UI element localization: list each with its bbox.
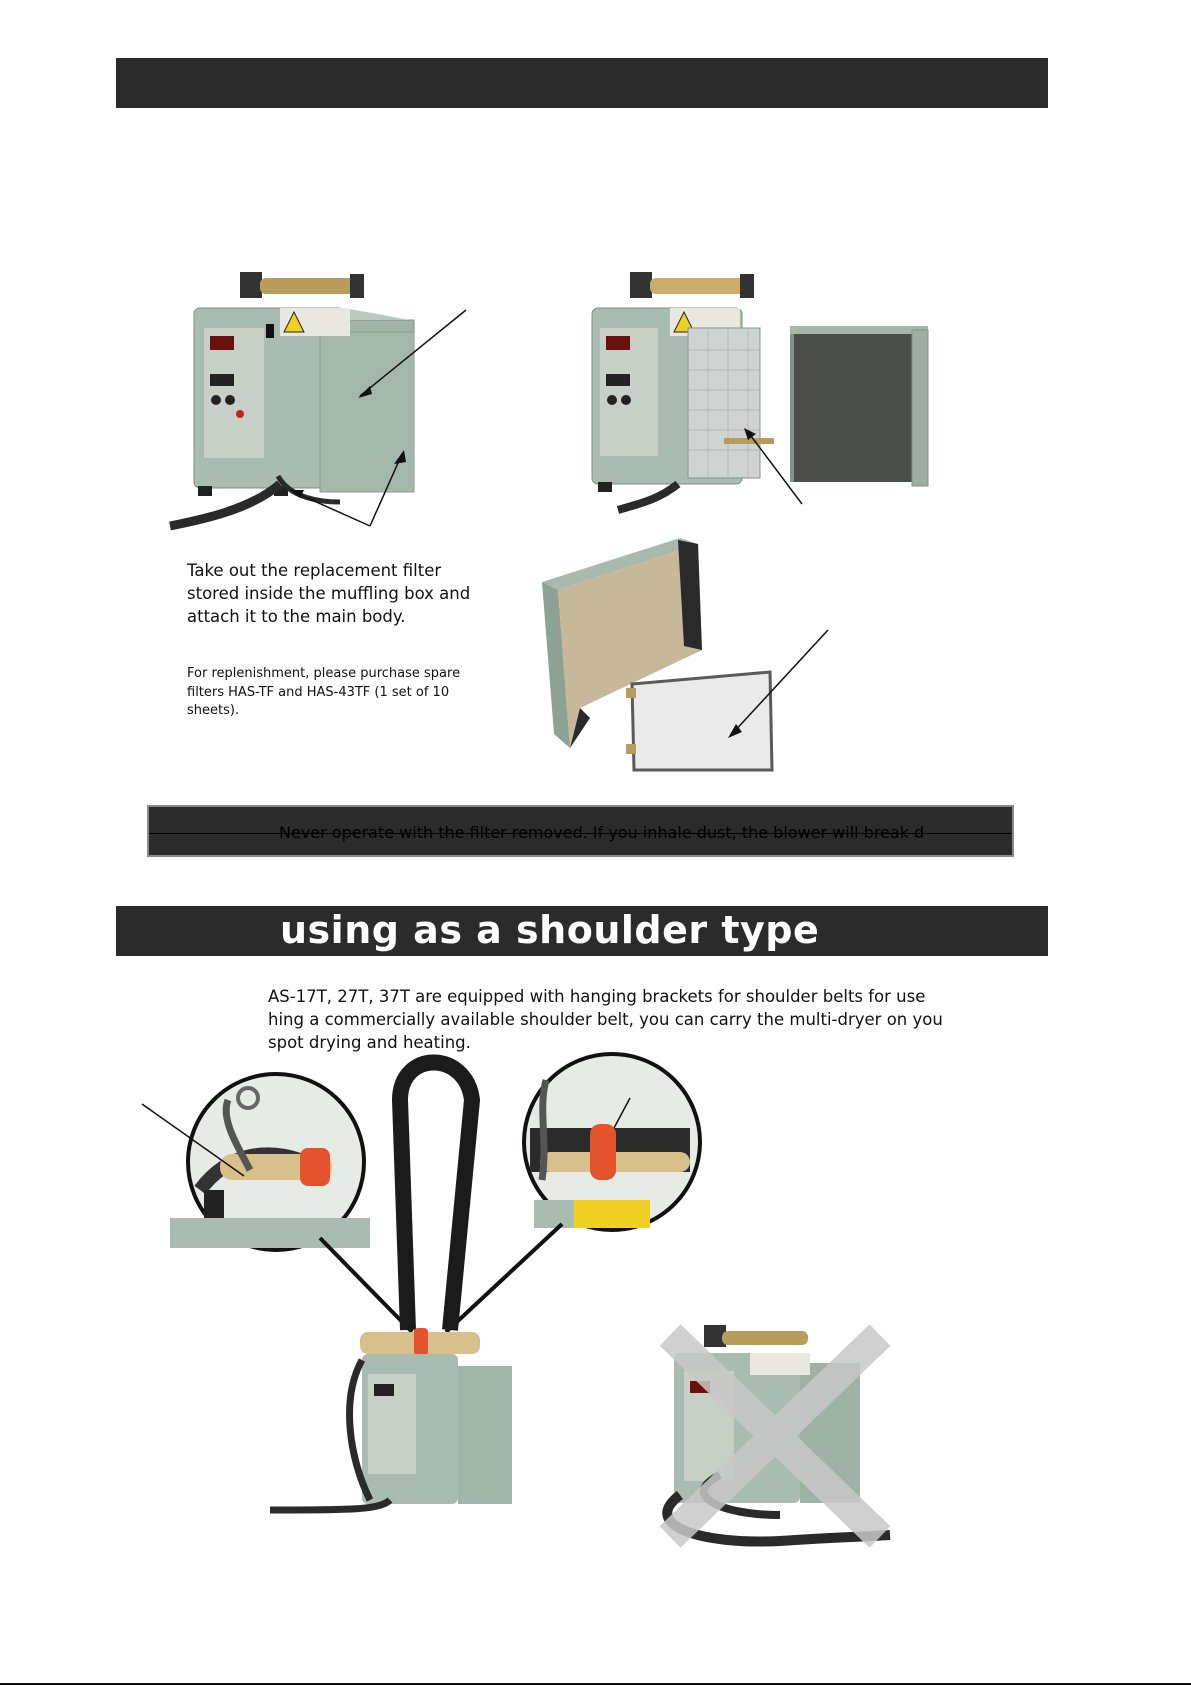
shoulder-belt-illustration (141, 1052, 702, 1514)
description-line: spot drying and heating. (268, 1033, 471, 1052)
description-line: AS-17T, 27T, 37T are equipped with hangi… (268, 987, 926, 1006)
shoulder-section-header: using as a shoulder type (116, 906, 1048, 956)
replacement-filter-photo (542, 538, 829, 772)
replenishment-note: For replenishment, please purchase spare… (187, 665, 487, 721)
prohibited-example-photo (659, 1324, 891, 1548)
filter-instruction-text: Take out the replacement filter stored i… (187, 559, 487, 628)
shoulder-description: AS-17T, 27T, 37T are equipped with hangi… (268, 985, 988, 1054)
instruction-line: attach it to the main body. (187, 607, 406, 626)
description-line: hing a commercially available shoulder b… (268, 1010, 943, 1029)
filter-section-header (116, 58, 1048, 108)
filter-warning-text: Never operate with the filter removed. I… (279, 823, 925, 842)
instruction-line: stored inside the muffling box and (187, 584, 471, 603)
warning-rule (149, 833, 1012, 834)
hanging-bracket-zoom (170, 1072, 370, 1252)
unit-with-muffling-box-photo (169, 272, 467, 531)
instruction-line: Take out the replacement filter (187, 561, 442, 580)
shoulder-section-title: using as a shoulder type (280, 908, 820, 952)
belt-clip-zoom (522, 1052, 702, 1232)
replenish-line: filters HAS-TF and HAS-43TF (1 set of 10 (187, 684, 450, 700)
unit-filter-exposed-photo (591, 272, 929, 514)
filter-warning-box: Never operate with the filter removed. I… (147, 805, 1014, 857)
replenish-line: For replenishment, please purchase spare (187, 666, 461, 681)
page-bottom-rule (0, 1683, 1191, 1685)
replenish-line: sheets). (187, 703, 240, 718)
x-mark-icon (659, 1324, 891, 1548)
